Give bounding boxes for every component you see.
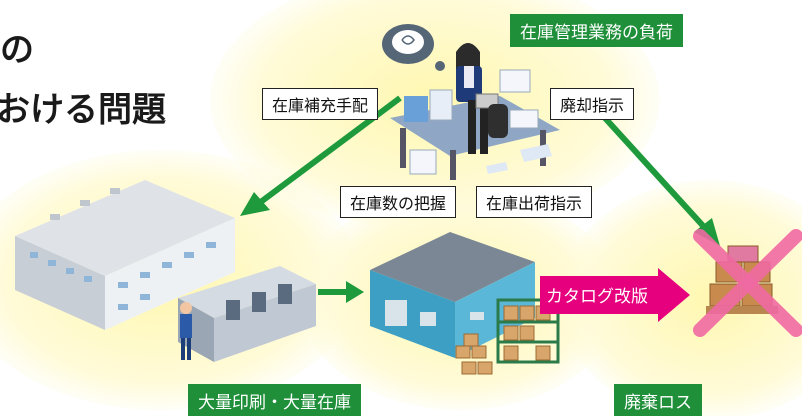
catalog-revision-label: カタログ改版 xyxy=(546,287,648,307)
stacked-boxes-icon xyxy=(455,298,560,375)
replenish-label: 在庫補充手配 xyxy=(262,88,379,120)
page-title-line1: の xyxy=(0,30,34,70)
arrow-print-to-warehouse xyxy=(318,281,364,303)
dispose-order-label: 廃却指示 xyxy=(550,88,635,120)
ship-order-label: 在庫出荷指示 xyxy=(476,186,593,218)
disposal-loss-label: 廃棄ロス xyxy=(614,384,702,416)
page-title-line2: おける問題 xyxy=(0,90,166,130)
count-stock-label: 在庫数の把握 xyxy=(340,186,457,218)
crossed-out-boxes-icon xyxy=(693,229,802,337)
mass-print-label: 大量印刷・大量在庫 xyxy=(188,384,361,416)
factory-building-icon xyxy=(15,180,235,330)
catalog-revision-arrow xyxy=(540,268,690,322)
office-worker-at-desk-icon xyxy=(382,24,560,180)
arrow-dispose xyxy=(602,115,720,246)
printing-press-icon xyxy=(178,266,316,362)
workload-label: 在庫管理業務の負荷 xyxy=(510,14,683,47)
